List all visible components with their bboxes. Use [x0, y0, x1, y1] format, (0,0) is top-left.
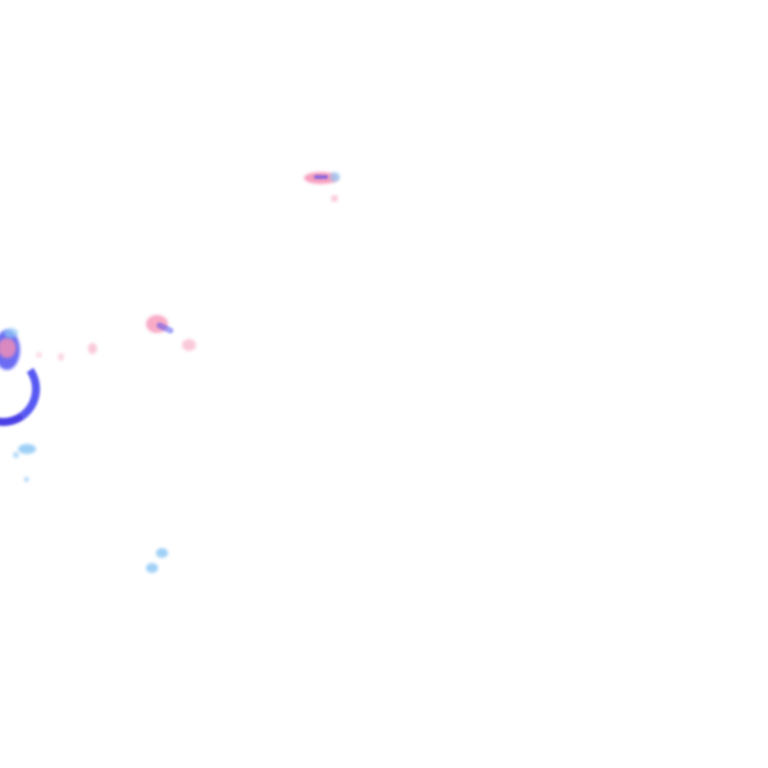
light-blue-dot: [24, 477, 29, 482]
pink-dot: [88, 343, 97, 354]
light-blue-blob: [4, 328, 18, 338]
light-blue-dot: [13, 452, 19, 458]
light-blue-blob: [18, 444, 36, 454]
light-blue-blob: [156, 548, 168, 558]
light-blue-blob: [330, 172, 340, 182]
pink-blob: [182, 339, 196, 351]
pink-blob: [146, 315, 168, 333]
light-blue-blob: [146, 563, 158, 573]
pink-blob: [0, 338, 16, 358]
pink-dot: [36, 352, 42, 358]
blue-streak: [314, 175, 328, 179]
blue-arc: [0, 346, 46, 432]
pink-dot: [331, 195, 338, 202]
pink-dot: [58, 353, 64, 361]
